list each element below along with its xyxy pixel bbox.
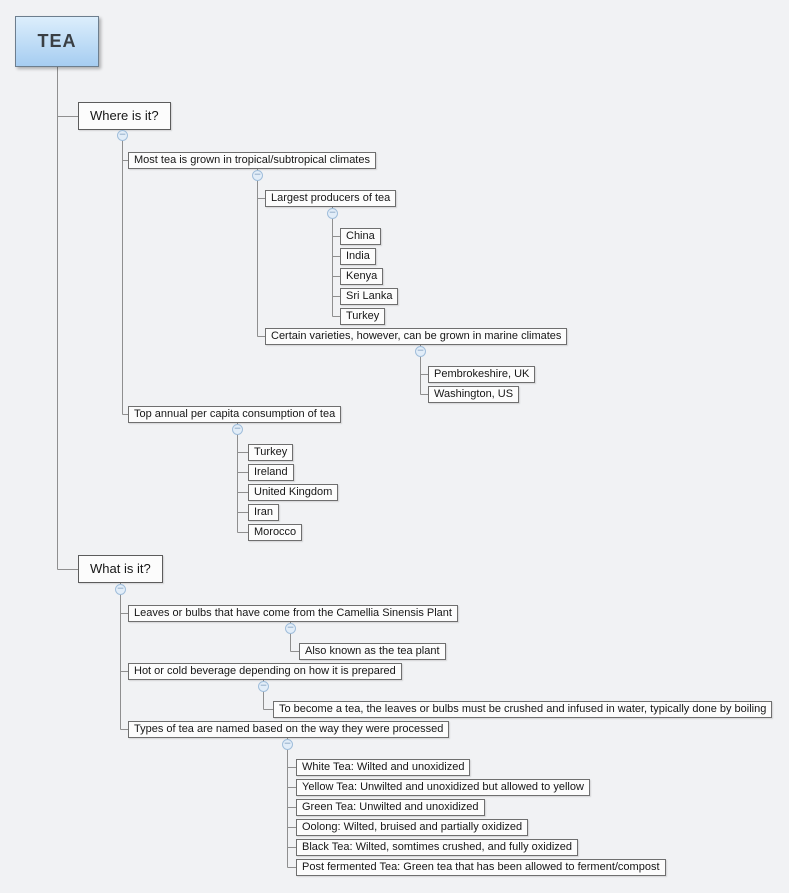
minus-icon: − xyxy=(328,208,337,218)
collapse-toggle-hot-or-cold[interactable]: − xyxy=(258,681,269,692)
node-iran[interactable]: Iran xyxy=(248,504,279,521)
node-white-tea[interactable]: White Tea: Wilted and unoxidized xyxy=(296,759,471,776)
node-united-kingdom[interactable]: United Kingdom xyxy=(248,484,339,501)
node-camellia-sinensis[interactable]: Leaves or bulbs that have come from the … xyxy=(128,605,458,622)
node-crushed-infused[interactable]: To become a tea, the leaves or bulbs mus… xyxy=(273,701,773,718)
collapse-toggle-top-consumption[interactable]: − xyxy=(232,424,243,435)
node-morocco[interactable]: Morocco xyxy=(248,524,303,541)
collapse-toggle-most-tea[interactable]: − xyxy=(252,170,263,181)
node-yellow-tea[interactable]: Yellow Tea: Unwilted and unoxidized but … xyxy=(296,779,590,796)
collapse-toggle-camellia[interactable]: − xyxy=(285,623,296,634)
minus-icon: − xyxy=(259,681,268,691)
node-post-fermented-tea[interactable]: Post fermented Tea: Green tea that has b… xyxy=(296,859,666,876)
node-types-of-tea[interactable]: Types of tea are named based on the way … xyxy=(128,721,450,738)
minus-icon: − xyxy=(283,739,292,749)
minus-icon: − xyxy=(253,170,262,180)
minus-icon: − xyxy=(233,424,242,434)
node-what-is-it[interactable]: What is it? xyxy=(78,555,163,583)
node-oolong-tea[interactable]: Oolong: Wilted, bruised and partially ox… xyxy=(296,819,529,836)
node-top-consumption[interactable]: Top annual per capita consumption of tea xyxy=(128,406,342,423)
node-ireland[interactable]: Ireland xyxy=(248,464,294,481)
collapse-toggle-types[interactable]: − xyxy=(282,739,293,750)
node-largest-producers[interactable]: Largest producers of tea xyxy=(265,190,397,207)
minus-icon: − xyxy=(416,346,425,356)
minus-icon: − xyxy=(116,584,125,594)
collapse-toggle-where[interactable]: − xyxy=(117,130,128,141)
node-hot-or-cold[interactable]: Hot or cold beverage depending on how it… xyxy=(128,663,402,680)
node-tea-plant[interactable]: Also known as the tea plant xyxy=(299,643,446,660)
node-root-tea[interactable]: TEA xyxy=(15,16,99,67)
node-where-is-it[interactable]: Where is it? xyxy=(78,102,171,130)
node-marine-climates[interactable]: Certain varieties, however, can be grown… xyxy=(265,328,568,345)
node-china[interactable]: China xyxy=(340,228,381,245)
node-india[interactable]: India xyxy=(340,248,376,265)
minus-icon: − xyxy=(286,623,295,633)
node-green-tea[interactable]: Green Tea: Unwilted and unoxidized xyxy=(296,799,485,816)
collapse-toggle-marine-climates[interactable]: − xyxy=(415,346,426,357)
collapse-toggle-what[interactable]: − xyxy=(115,584,126,595)
node-sri-lanka[interactable]: Sri Lanka xyxy=(340,288,399,305)
collapse-toggle-largest-producers[interactable]: − xyxy=(327,208,338,219)
node-most-tea-climates[interactable]: Most tea is grown in tropical/subtropica… xyxy=(128,152,376,169)
node-kenya[interactable]: Kenya xyxy=(340,268,384,285)
node-pembrokeshire[interactable]: Pembrokeshire, UK xyxy=(428,366,536,383)
node-turkey-producer[interactable]: Turkey xyxy=(340,308,386,325)
minus-icon: − xyxy=(118,130,127,140)
node-washington[interactable]: Washington, US xyxy=(428,386,520,403)
node-turkey-consumer[interactable]: Turkey xyxy=(248,444,294,461)
node-black-tea[interactable]: Black Tea: Wilted, somtimes crushed, and… xyxy=(296,839,579,856)
